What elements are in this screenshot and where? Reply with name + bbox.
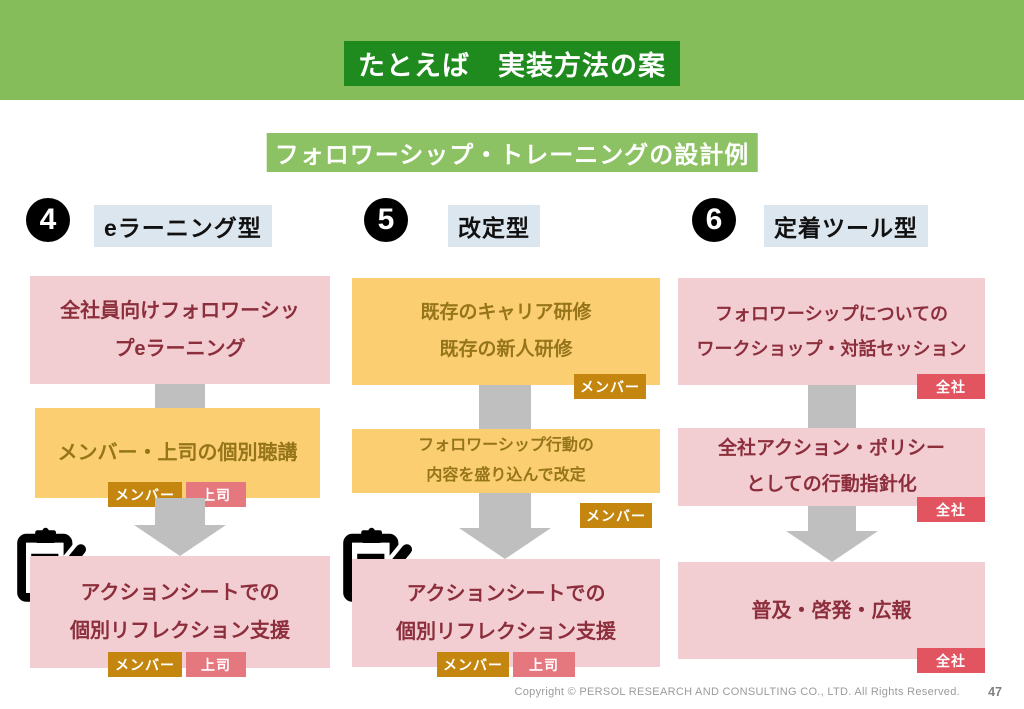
flow-box-text-line: 既存の新人研修 xyxy=(439,338,573,360)
step-4-number-badge: 4 xyxy=(26,198,70,242)
audience-tag-member: メンバー xyxy=(580,503,652,528)
connector-stub xyxy=(155,384,205,408)
copyright-text: Copyright © PERSOL RESEARCH AND CONSULTI… xyxy=(514,686,960,698)
flow-box-text-line: 既存のキャリア研修 xyxy=(420,302,592,324)
audience-tag-member: メンバー xyxy=(108,652,182,677)
column-4-heading: eラーニング型 xyxy=(94,205,272,247)
down-arrow-stem xyxy=(808,506,856,531)
down-arrow-head xyxy=(786,531,878,562)
audience-tag-company: 全社 xyxy=(917,497,985,522)
audience-tag-boss: 上司 xyxy=(513,652,575,677)
flow-box: フォロワーシップについての ワークショップ・対話セッション xyxy=(678,278,985,385)
flow-box-text-line: フォロワーシップについての xyxy=(714,304,949,325)
step-5-number-badge: 5 xyxy=(364,198,408,242)
column-6-heading: 定着ツール型 xyxy=(764,205,928,247)
flow-box-text-line: 内容を盛り込んで改定 xyxy=(426,467,586,484)
flow-box: 全社員向けフォロワーシッ プeラーニング xyxy=(30,276,330,384)
audience-tag-member: メンバー xyxy=(437,652,509,677)
flow-box-text-line: 全社アクション・ポリシー xyxy=(717,437,946,459)
audience-tag-boss: 上司 xyxy=(186,652,246,677)
flow-box-text-line: アクションシートでの xyxy=(80,582,280,604)
step-6-number-badge: 6 xyxy=(692,198,736,242)
down-arrow-stem xyxy=(155,498,205,525)
audience-tag-company: 全社 xyxy=(917,374,985,399)
flow-box: 既存のキャリア研修 既存の新人研修 xyxy=(352,278,660,385)
flow-box-text-line: メンバー・上司の個別聴講 xyxy=(57,442,298,464)
down-arrow-head xyxy=(459,528,551,559)
audience-tag-member: メンバー xyxy=(574,374,646,399)
page-number: 47 xyxy=(988,685,1002,699)
flow-box: アクションシートでの 個別リフレクション支援 xyxy=(30,556,330,668)
down-arrow-stem xyxy=(479,493,531,528)
flow-box: フォロワーシップ行動の 内容を盛り込んで改定 xyxy=(352,429,660,493)
flow-box: アクションシートでの 個別リフレクション支援 xyxy=(352,559,660,667)
flow-box-text-line: アクションシートでの xyxy=(406,583,606,605)
connector-stub xyxy=(479,385,531,429)
flow-box-text-line: 普及・啓発・広報 xyxy=(751,599,912,622)
flow-box-text-line: としての行動指針化 xyxy=(746,474,917,495)
flow-box-text-line: ワークショップ・対話セッション xyxy=(696,338,967,359)
column-5-heading: 改定型 xyxy=(448,205,540,247)
audience-tag-company: 全社 xyxy=(917,648,985,673)
flow-box-text-line: フォロワーシップ行動の xyxy=(418,436,594,454)
flow-box-text-line: プeラーニング xyxy=(114,338,246,360)
connector-stub xyxy=(808,385,856,428)
flow-box: 全社アクション・ポリシー としての行動指針化 xyxy=(678,428,985,506)
slide-subtitle: フォロワーシップ・トレーニングの設計例 xyxy=(266,133,758,172)
flow-box-text-line: 個別リフレクション支援 xyxy=(70,620,290,642)
slide-title: たとえば 実装方法の案 xyxy=(344,41,680,86)
flow-box: 普及・啓発・広報 xyxy=(678,562,985,659)
flow-box-text-line: 個別リフレクション支援 xyxy=(396,621,616,643)
down-arrow-head xyxy=(134,525,226,556)
flow-box-text-line: 全社員向けフォロワーシッ xyxy=(60,300,300,322)
